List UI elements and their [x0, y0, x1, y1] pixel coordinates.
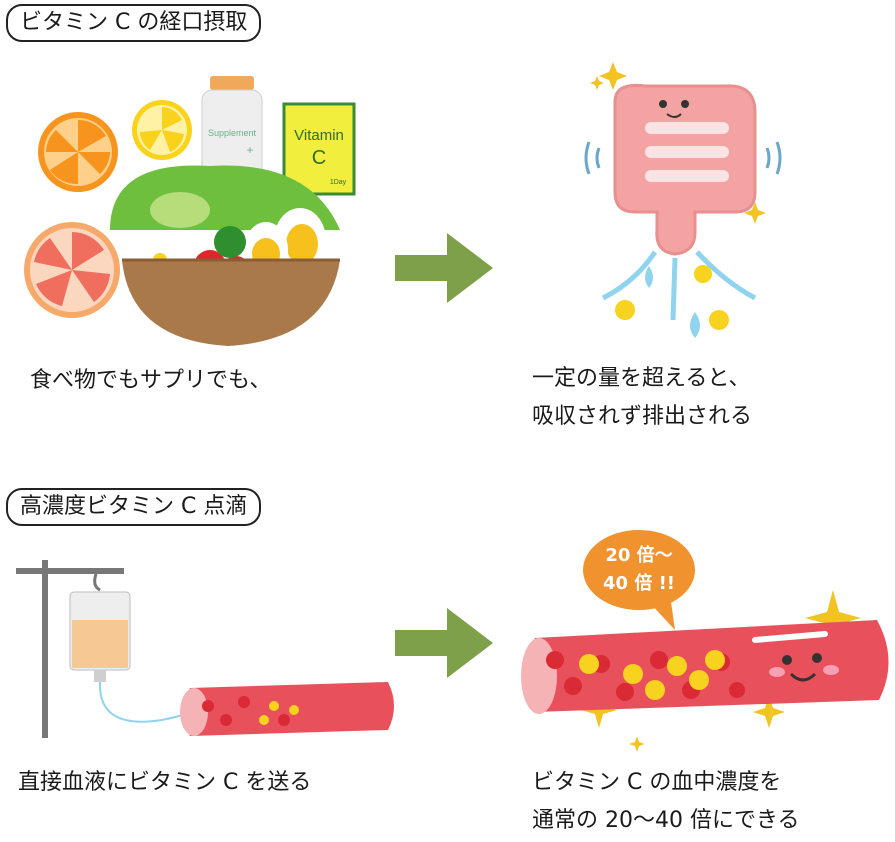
grapefruit-slice-icon: [24, 222, 120, 318]
svg-text:+: +: [246, 143, 253, 157]
vibration-lines-icon: [584, 141, 782, 175]
sparkle-icon: [590, 62, 766, 224]
iv-drip-illustration: [16, 560, 394, 738]
lemon-slice-icon: [132, 100, 192, 160]
iv-bag-icon: [69, 591, 131, 682]
sparkle-icon: [581, 590, 861, 752]
large-blood-vessel-icon: [521, 620, 889, 714]
blood-vessel-illustration: [521, 590, 889, 752]
svg-text:Vitamin: Vitamin: [294, 127, 344, 144]
large-intestine-icon: [613, 83, 757, 256]
bubble-line1: 20 倍〜: [605, 545, 673, 566]
iv-right-caption: ビタミン C の血中濃度を 通常の 20〜40 倍にできる: [532, 764, 800, 840]
oral-right-caption-line2: 吸収されず排出される: [532, 404, 753, 429]
concentration-speech-bubble: 20 倍〜 40 倍 !!: [583, 530, 695, 630]
bubble-line2: 40 倍 !!: [603, 573, 675, 594]
iv-stand-icon: [16, 560, 124, 738]
svg-text:C: C: [312, 147, 326, 169]
svg-text:1Day: 1Day: [330, 179, 347, 186]
iv-left-caption: 直接血液にビタミン C を送る: [18, 770, 312, 795]
iv-right-caption-line1: ビタミン C の血中濃度を: [532, 770, 782, 795]
vitamin-c-box-icon: Vitamin C 1Day: [282, 102, 356, 196]
iv-right-caption-line2: 通常の 20〜40 倍にできる: [532, 808, 800, 833]
oral-left-caption: 食べ物でもサプリでも、: [30, 368, 272, 393]
supplement-bottle-icon: Supplement +: [201, 76, 263, 181]
excretion-arrows-icon: [601, 250, 757, 321]
oral-section-title: ビタミン C の経口摂取: [6, 4, 262, 42]
intestine-illustration: [584, 62, 782, 338]
orange-slice-icon: [38, 112, 118, 192]
excreted-drops-icon: [615, 265, 729, 338]
salad-bowl-icon: [110, 165, 340, 346]
arrow-right-icon: [395, 608, 493, 678]
iv-section-title: 高濃度ビタミン C 点滴: [6, 488, 262, 526]
svg-text:Supplement: Supplement: [208, 128, 257, 138]
oral-right-caption-line1: 一定の量を超えると、: [532, 366, 751, 391]
small-blood-vessel-icon: [180, 682, 394, 736]
arrow-right-icon: [395, 233, 493, 303]
food-illustration: Supplement + Vitamin C 1Day: [24, 76, 356, 346]
oral-right-caption: 一定の量を超えると、 吸収されず排出される: [532, 360, 752, 436]
